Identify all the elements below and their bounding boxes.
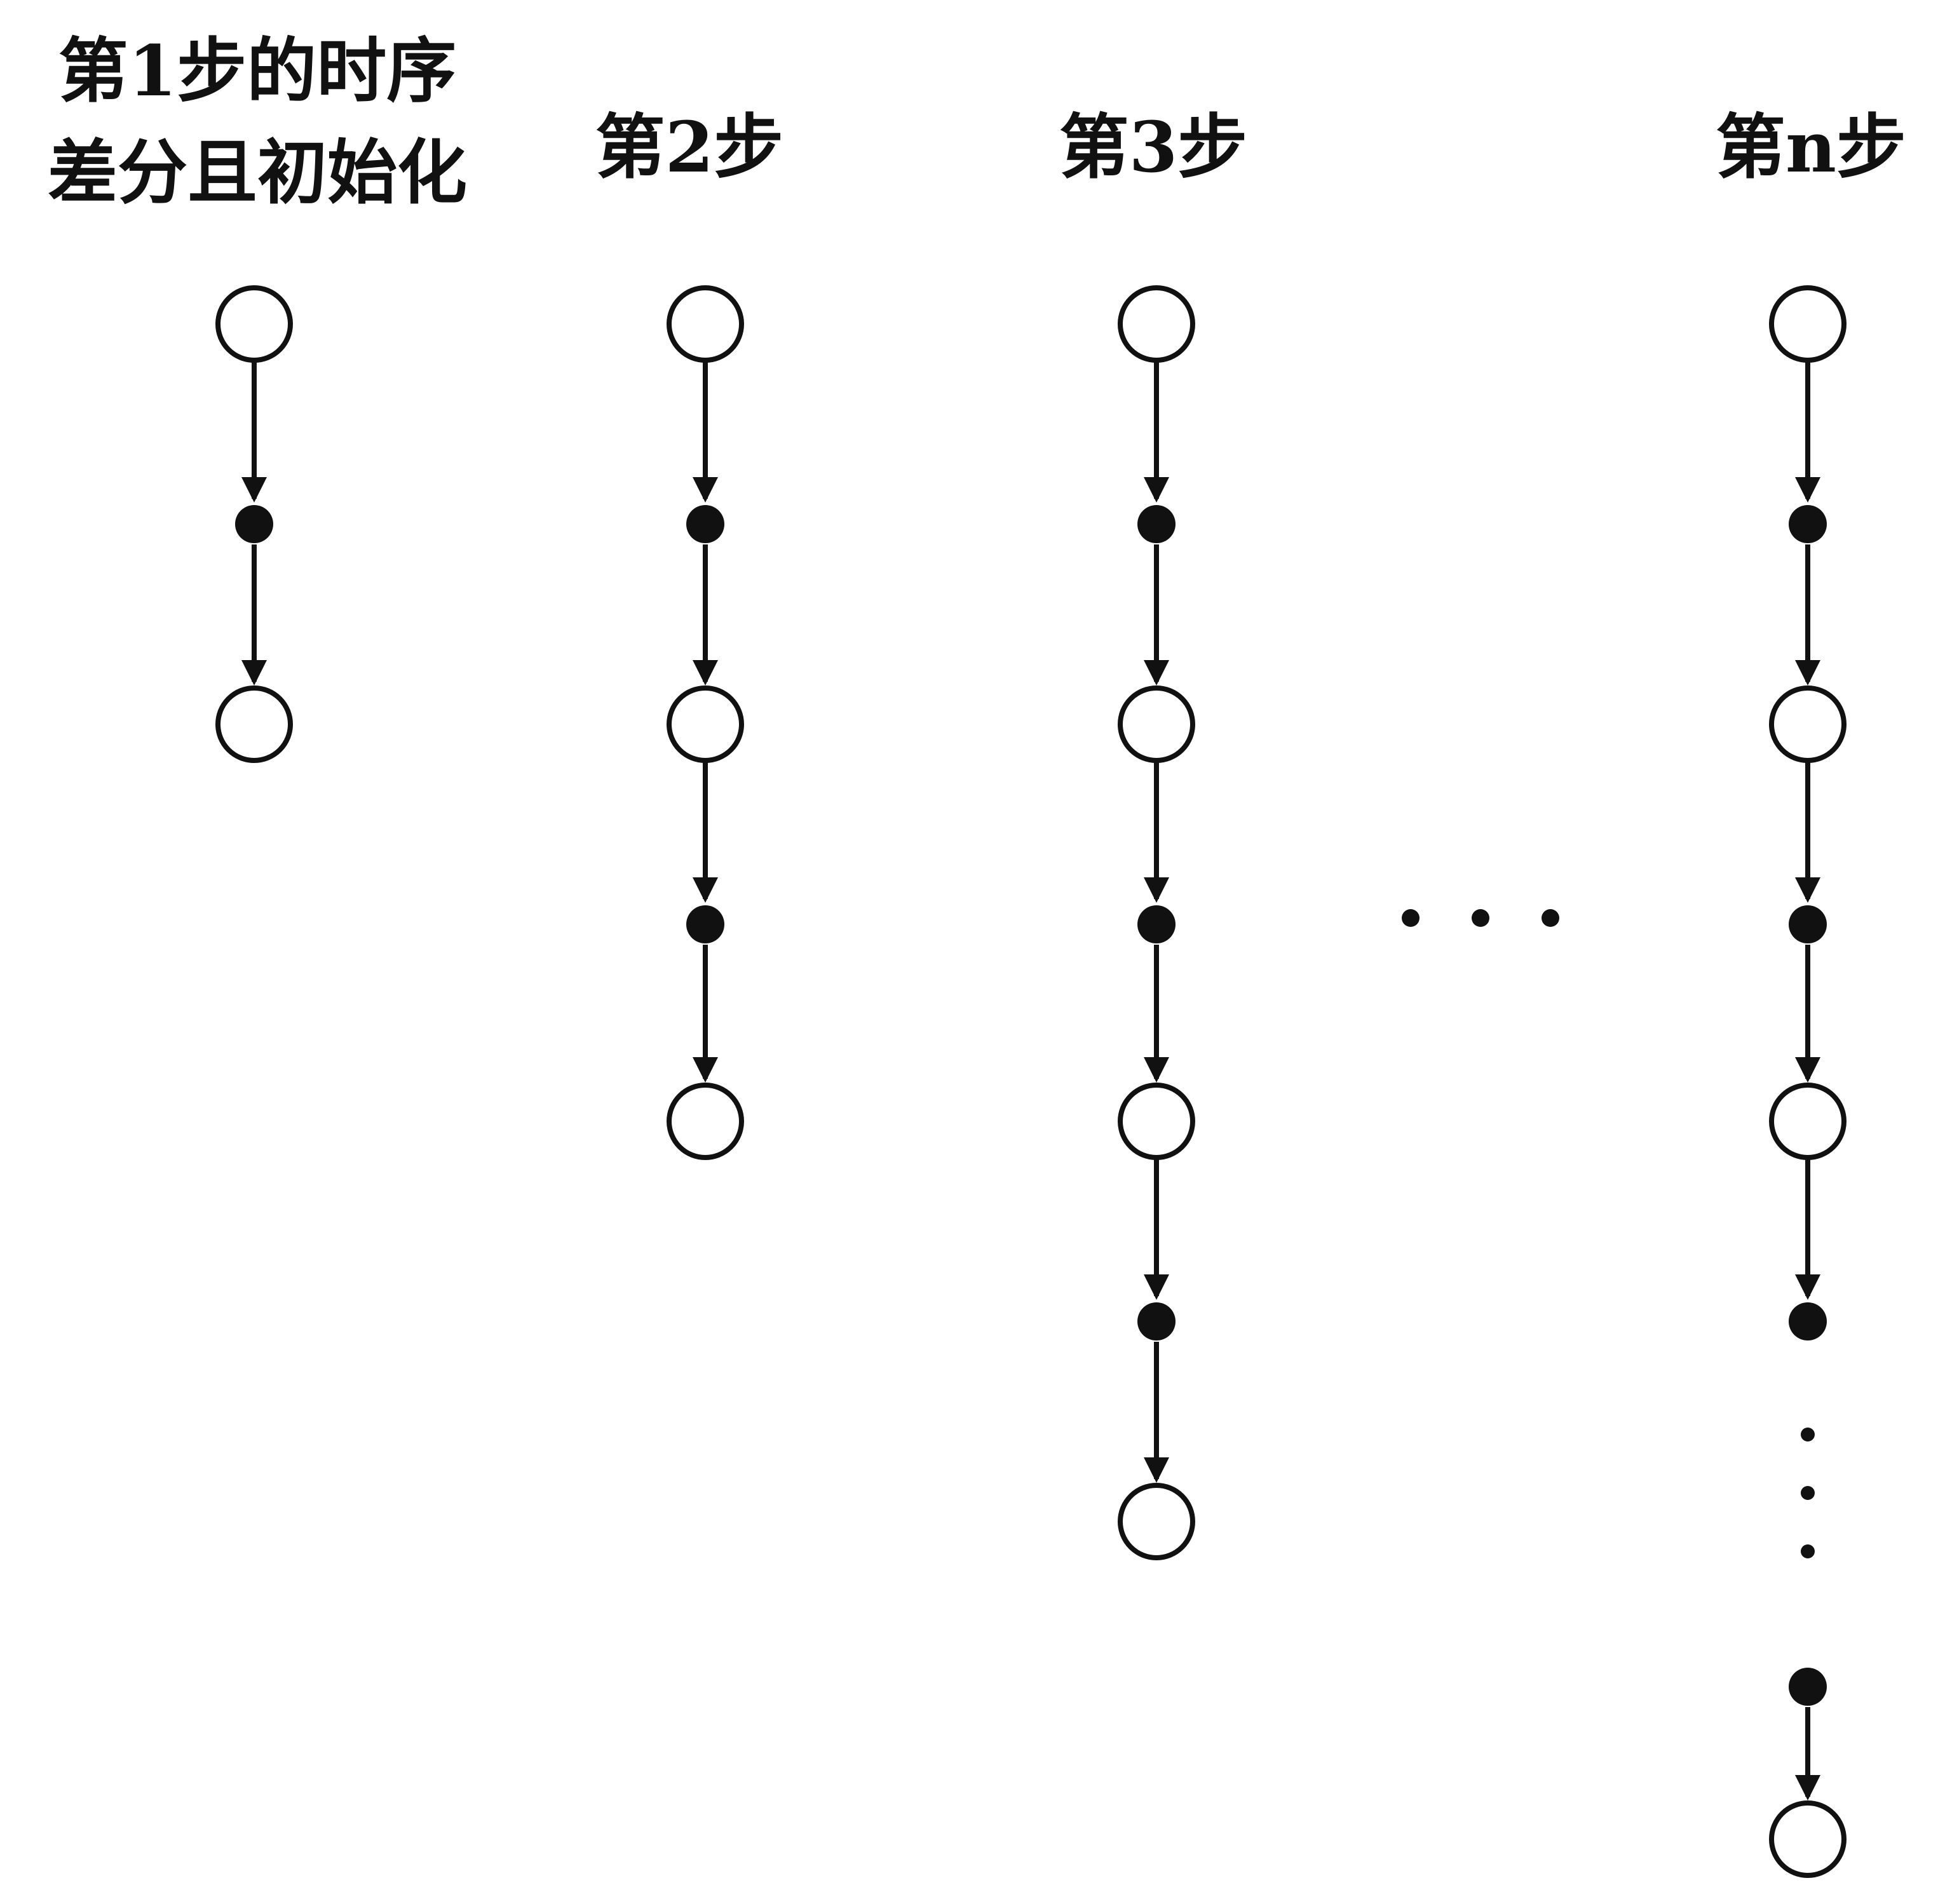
horizontal-ellipsis-dot <box>1472 909 1489 927</box>
action-node <box>1137 505 1176 543</box>
state-node <box>667 1083 744 1160</box>
state-node <box>1118 685 1195 763</box>
state-node <box>215 285 293 363</box>
action-node <box>1789 905 1827 943</box>
action-node <box>1137 905 1176 943</box>
action-node <box>686 905 724 943</box>
column-step-n: 第n步 <box>1716 106 1906 1878</box>
state-node <box>1118 285 1195 363</box>
state-node <box>1769 1800 1847 1878</box>
state-node <box>1769 685 1847 763</box>
vertical-ellipsis-dot <box>1801 1428 1815 1442</box>
state-node <box>667 285 744 363</box>
vertical-ellipsis-dot <box>1801 1486 1815 1500</box>
state-node <box>215 685 293 763</box>
column-label-step-3: 第3步 <box>1059 106 1248 188</box>
horizontal-ellipsis-dot <box>1402 909 1420 927</box>
action-node <box>1137 1302 1176 1340</box>
action-node <box>1789 1668 1827 1706</box>
state-node <box>667 685 744 763</box>
column-label-step-n: 第n步 <box>1716 106 1906 188</box>
state-node <box>1769 1083 1847 1160</box>
column-label-step-1: 第1步的时序 <box>58 30 457 112</box>
state-node <box>1769 285 1847 363</box>
column-step-3: 第3步 <box>1059 106 1248 1560</box>
action-node <box>1789 1302 1827 1340</box>
action-node <box>235 505 273 543</box>
column-label-step-2: 第2步 <box>595 106 784 188</box>
state-node <box>1118 1083 1195 1160</box>
horizontal-ellipsis-dot <box>1542 909 1559 927</box>
action-node <box>1789 505 1827 543</box>
state-node <box>1118 1483 1195 1560</box>
vertical-ellipsis-dot <box>1801 1544 1815 1558</box>
column-step-2: 第2步 <box>595 106 784 1160</box>
column-label-step-1: 差分且初始化 <box>48 132 467 213</box>
action-node <box>686 505 724 543</box>
